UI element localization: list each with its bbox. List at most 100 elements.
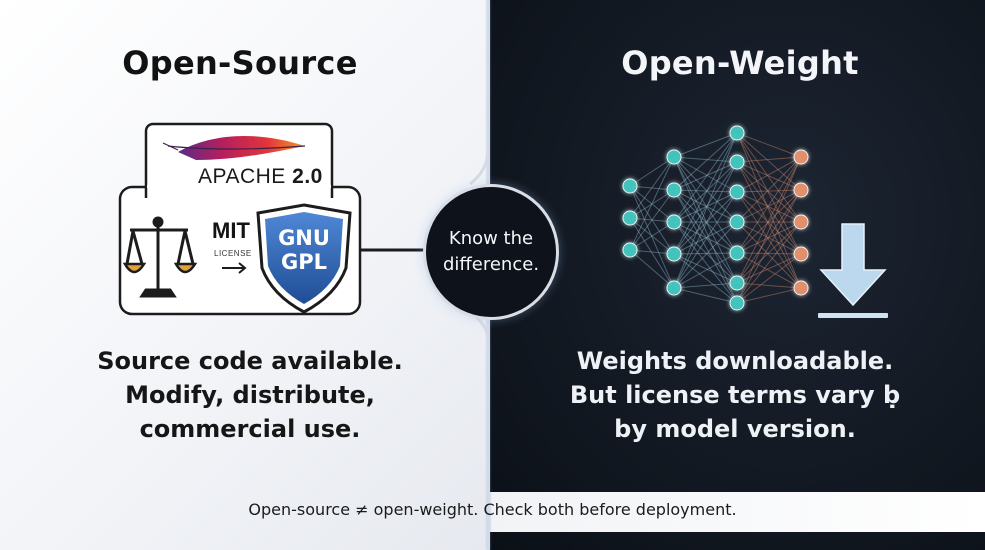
- open-weight-panel: [490, 0, 985, 550]
- network-edge: [629, 156, 675, 187]
- network-edge: [736, 161, 802, 223]
- network-edge: [736, 132, 802, 255]
- network-node: [729, 295, 745, 311]
- network-edge: [629, 189, 675, 219]
- network-edge: [673, 191, 738, 255]
- network-edge: [673, 189, 738, 284]
- network-edge: [736, 221, 802, 255]
- network-edge: [736, 156, 802, 193]
- network-edge: [673, 221, 738, 304]
- network-node: [666, 246, 682, 262]
- network-node: [666, 149, 682, 165]
- network-edge: [673, 156, 738, 284]
- network-edge: [673, 221, 738, 254]
- network-edge: [736, 287, 802, 304]
- network-edge: [629, 217, 675, 289]
- network-edge: [673, 252, 738, 289]
- network-node: [793, 214, 809, 230]
- network-edge: [736, 221, 802, 289]
- network-edge: [673, 189, 738, 193]
- network-node: [622, 242, 638, 258]
- network-edge: [736, 189, 802, 284]
- network-edge: [736, 132, 802, 223]
- network-edge: [673, 221, 738, 255]
- shield-icon: [256, 203, 352, 314]
- network-edge: [736, 189, 802, 223]
- network-edge: [736, 253, 802, 284]
- network-edge: [673, 161, 738, 289]
- network-edge: [736, 221, 802, 304]
- network-node: [666, 214, 682, 230]
- download-icon: [818, 223, 888, 318]
- footer-note: Open-source ≠ open-weight. Check both be…: [248, 500, 737, 519]
- network-edge: [629, 221, 675, 251]
- network-edge: [673, 156, 738, 254]
- network-edge: [736, 161, 802, 255]
- know-the-difference-hub: Know the difference.: [423, 184, 559, 320]
- network-edge: [736, 189, 802, 254]
- network-edge: [673, 132, 738, 255]
- network-edge: [673, 161, 738, 191]
- network-node: [729, 154, 745, 170]
- open-weight-title: Open-Weight: [621, 44, 859, 82]
- network-edge: [736, 156, 802, 254]
- network-edge: [736, 156, 802, 304]
- network-node: [622, 178, 638, 194]
- arrow-icon: [222, 262, 247, 274]
- open-weight-description: Weights downloadable. But license terms …: [569, 347, 901, 443]
- apache-label: APACHE 2.0: [198, 165, 323, 188]
- network-edge: [673, 253, 738, 284]
- network-node: [793, 246, 809, 262]
- open-source-description: Source code available. Modify, distribut…: [97, 347, 403, 443]
- network-edge: [736, 156, 802, 284]
- feather-icon: [162, 135, 306, 160]
- network-edge: [673, 221, 738, 284]
- network-edge: [673, 161, 738, 255]
- gnu-gpl-label: GNU GPL: [278, 226, 330, 274]
- network-node: [729, 275, 745, 291]
- network-edge: [736, 252, 802, 255]
- network-edge: [673, 156, 738, 193]
- network-node: [793, 149, 809, 165]
- network-edge: [736, 191, 802, 223]
- network-edge: [736, 132, 802, 158]
- network-edge: [673, 191, 738, 289]
- network-edge: [736, 191, 802, 289]
- network-edge: [629, 189, 675, 251]
- network-edge: [736, 221, 802, 284]
- network-edge: [673, 252, 738, 255]
- network-edge: [736, 132, 802, 191]
- scales-icon: [122, 216, 198, 298]
- network-edge: [673, 132, 738, 289]
- mit-label: MIT: [212, 218, 250, 243]
- network-node: [729, 245, 745, 261]
- network-edge: [736, 161, 802, 289]
- network-edge: [673, 132, 738, 158]
- network-edge: [629, 185, 675, 255]
- network-edge: [736, 189, 802, 193]
- network-node: [666, 182, 682, 198]
- network-node: [793, 182, 809, 198]
- network-edge: [736, 221, 802, 254]
- network-edge: [736, 189, 802, 304]
- network-edge: [673, 132, 738, 223]
- network-edge: [673, 191, 738, 223]
- neural-network-icon: [622, 125, 888, 318]
- network-edge: [673, 282, 738, 289]
- network-edge: [673, 189, 738, 223]
- network-edge: [673, 156, 738, 223]
- open-source-title: Open-Source: [122, 44, 358, 82]
- network-edge: [736, 191, 802, 255]
- network-edge: [673, 221, 738, 289]
- network-edge: [736, 282, 802, 289]
- network-edge: [736, 252, 802, 289]
- network-edge: [736, 156, 802, 223]
- network-edge: [673, 287, 738, 304]
- network-edge: [629, 217, 675, 255]
- mit-sub-label: LICENSE: [214, 249, 252, 258]
- network-edge: [673, 189, 738, 304]
- footer-strip: [490, 492, 985, 532]
- network-edge: [736, 253, 802, 304]
- network-edge: [673, 189, 738, 254]
- network-edge: [736, 161, 802, 191]
